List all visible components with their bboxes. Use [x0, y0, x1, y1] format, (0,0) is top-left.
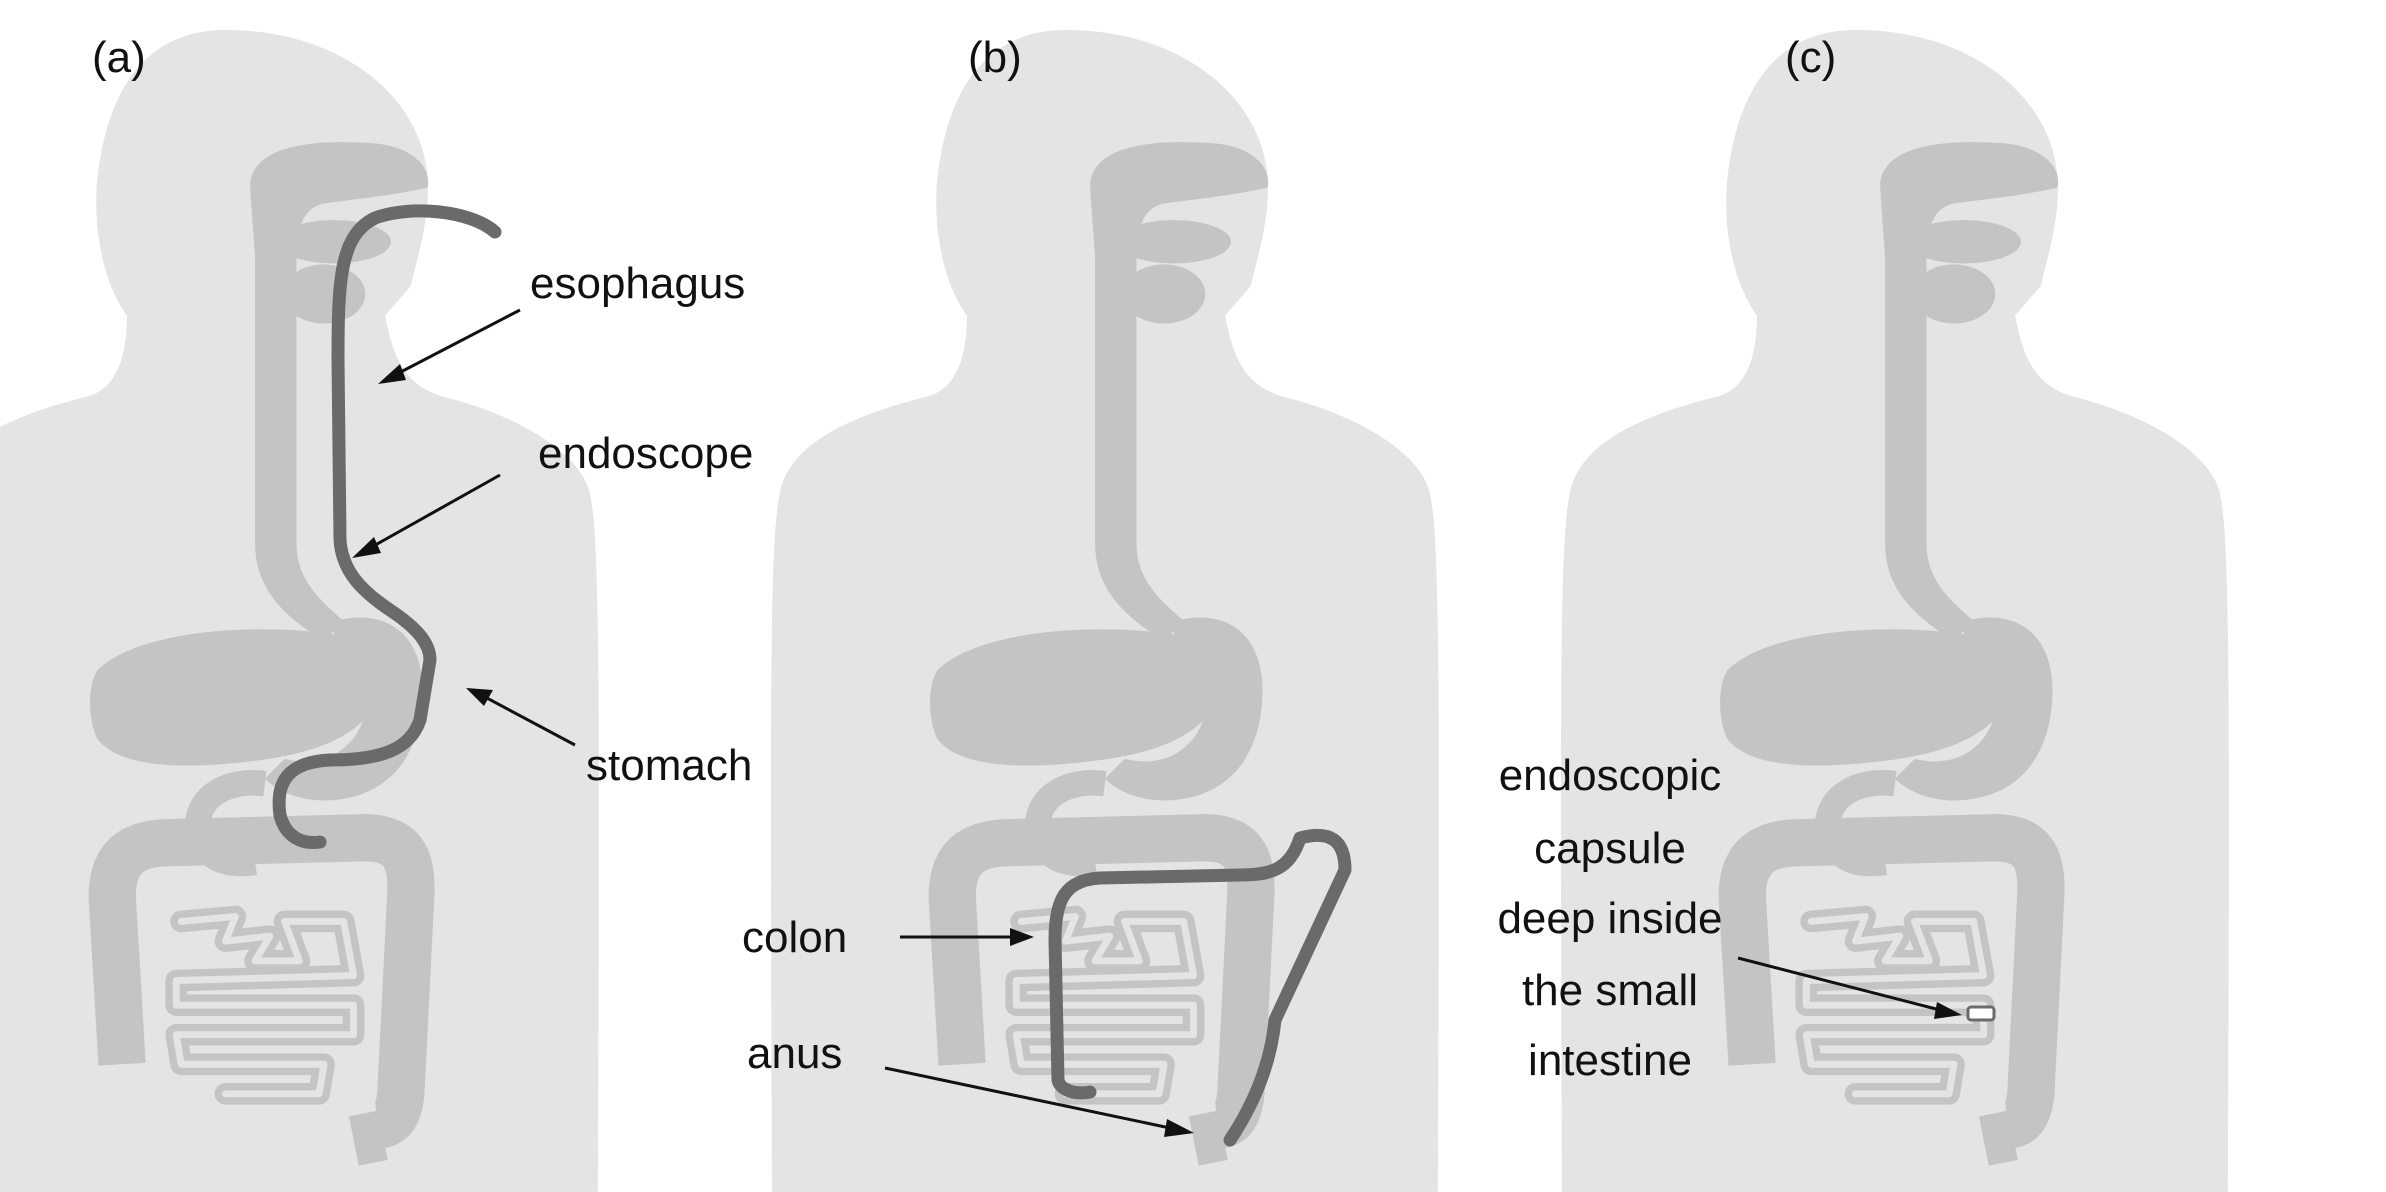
panel-label-c: (c) [1785, 33, 1836, 82]
capsule-label-line-1: endoscopic [1499, 751, 1722, 800]
panel-label-b: (b) [968, 33, 1022, 82]
stomach-arrowhead [466, 688, 493, 706]
colon-label: colon [742, 913, 847, 962]
esophagus-label: esophagus [530, 259, 745, 308]
endoscope-arrow [369, 473, 501, 550]
capsule-arrow [1737, 956, 1941, 1012]
capsule-label-line-3: deep inside [1497, 894, 1722, 943]
anus-arrowhead [1164, 1119, 1194, 1137]
colon-arrowhead [1010, 928, 1034, 946]
capsule-label-line-2: capsule [1534, 824, 1686, 873]
panel-a: (a) esophagus endoscope stomach [0, 30, 753, 1192]
stomach-label: stomach [586, 741, 752, 790]
capsule-label-line-5: intestine [1528, 1036, 1692, 1085]
panel-c: (c) endoscopic capsule deep inside the s… [1497, 30, 2228, 1192]
endoscope-arrowhead [352, 537, 381, 558]
endoscopic-capsule [1966, 1005, 1996, 1022]
colonoscope-tube [1048, 828, 1352, 1147]
anus-arrow [884, 1066, 1171, 1130]
endoscope-tube [272, 204, 502, 850]
endoscope-label: endoscope [538, 429, 753, 478]
anus-label: anus [747, 1029, 842, 1078]
panel-b: (b) colon anus [742, 30, 1439, 1192]
esophagus-arrow [394, 308, 521, 377]
capsule-arrowhead [1934, 1002, 1962, 1019]
esophagus-arrowhead [378, 364, 406, 384]
stomach-arrow [484, 695, 576, 747]
capsule-label-line-4: the small [1522, 966, 1698, 1015]
panel-label-a: (a) [92, 33, 146, 82]
